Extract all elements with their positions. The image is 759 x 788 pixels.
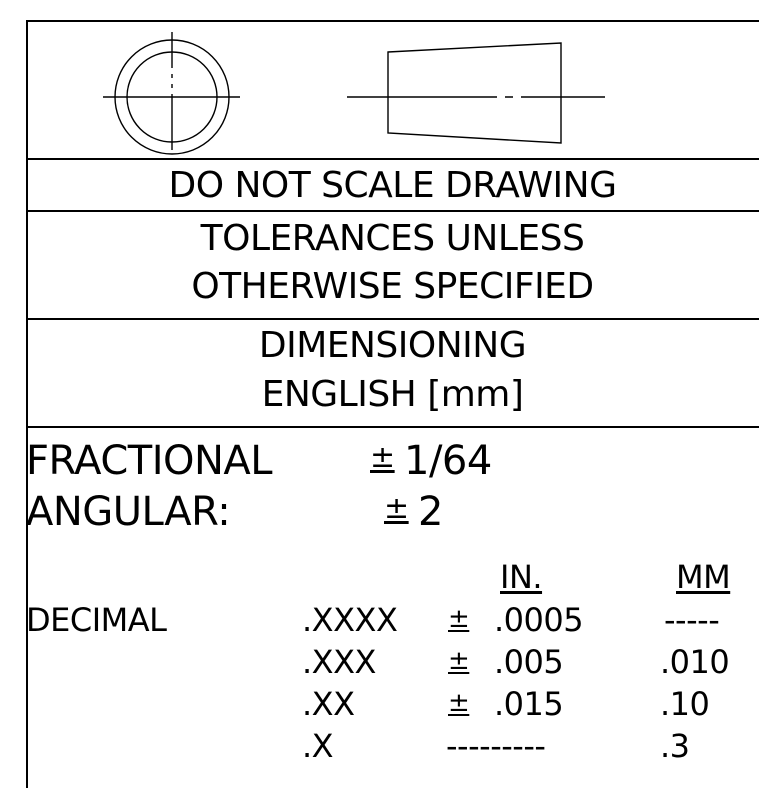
divider-symbol — [26, 158, 759, 160]
inch-tolerance: .015 — [494, 685, 564, 723]
plus-minus-sign: ± — [448, 688, 470, 718]
decimal-format: .XXX — [302, 643, 376, 681]
column-heading-inch: IN. — [500, 558, 543, 596]
third-angle-projection-symbol — [103, 32, 605, 155]
tolerance-note-line2: OTHERWISE SPECIFIED — [191, 266, 594, 307]
angular-label: ANGULAR: — [26, 489, 231, 535]
mm-tolerance: .10 — [660, 685, 710, 723]
inch-tolerance: .0005 — [494, 601, 584, 639]
fractional-plus-minus: ± — [370, 440, 395, 475]
plus-minus-sign: ± — [448, 604, 470, 634]
angular-plus-minus: ± — [384, 491, 409, 526]
tolerance-note-line1: TOLERANCES UNLESS — [200, 218, 585, 259]
left-border — [26, 20, 28, 788]
circle-view-icon — [103, 32, 240, 155]
inch-tolerance: .005 — [494, 643, 564, 681]
decimal-label: DECIMAL — [26, 601, 167, 639]
mm-tolerance: .3 — [660, 727, 690, 765]
divider-tolerance — [26, 318, 759, 320]
dimensioning-note-line2: ENGLISH [mm] — [261, 374, 524, 415]
column-heading-mm: MM — [676, 558, 731, 596]
frustum-view-icon — [347, 42, 605, 144]
decimal-format: .X — [302, 727, 334, 765]
decimal-format: .XX — [302, 685, 355, 723]
mm-tolerance: .010 — [660, 643, 730, 681]
scale-note: DO NOT SCALE DRAWING — [168, 165, 617, 206]
divider-scale — [26, 210, 759, 212]
plus-minus-sign: ± — [448, 646, 470, 676]
dimensioning-note-line1: DIMENSIONING — [258, 325, 527, 366]
mm-tolerance: ----- — [664, 601, 720, 639]
fractional-value: 1/64 — [404, 438, 492, 484]
top-border — [26, 20, 759, 22]
inch-tolerance: --------- — [446, 727, 546, 765]
decimal-format: .XXXX — [302, 601, 398, 639]
angular-value: 2 — [418, 489, 443, 535]
fractional-label: FRACTIONAL — [26, 438, 273, 484]
divider-dimensioning — [26, 426, 759, 428]
